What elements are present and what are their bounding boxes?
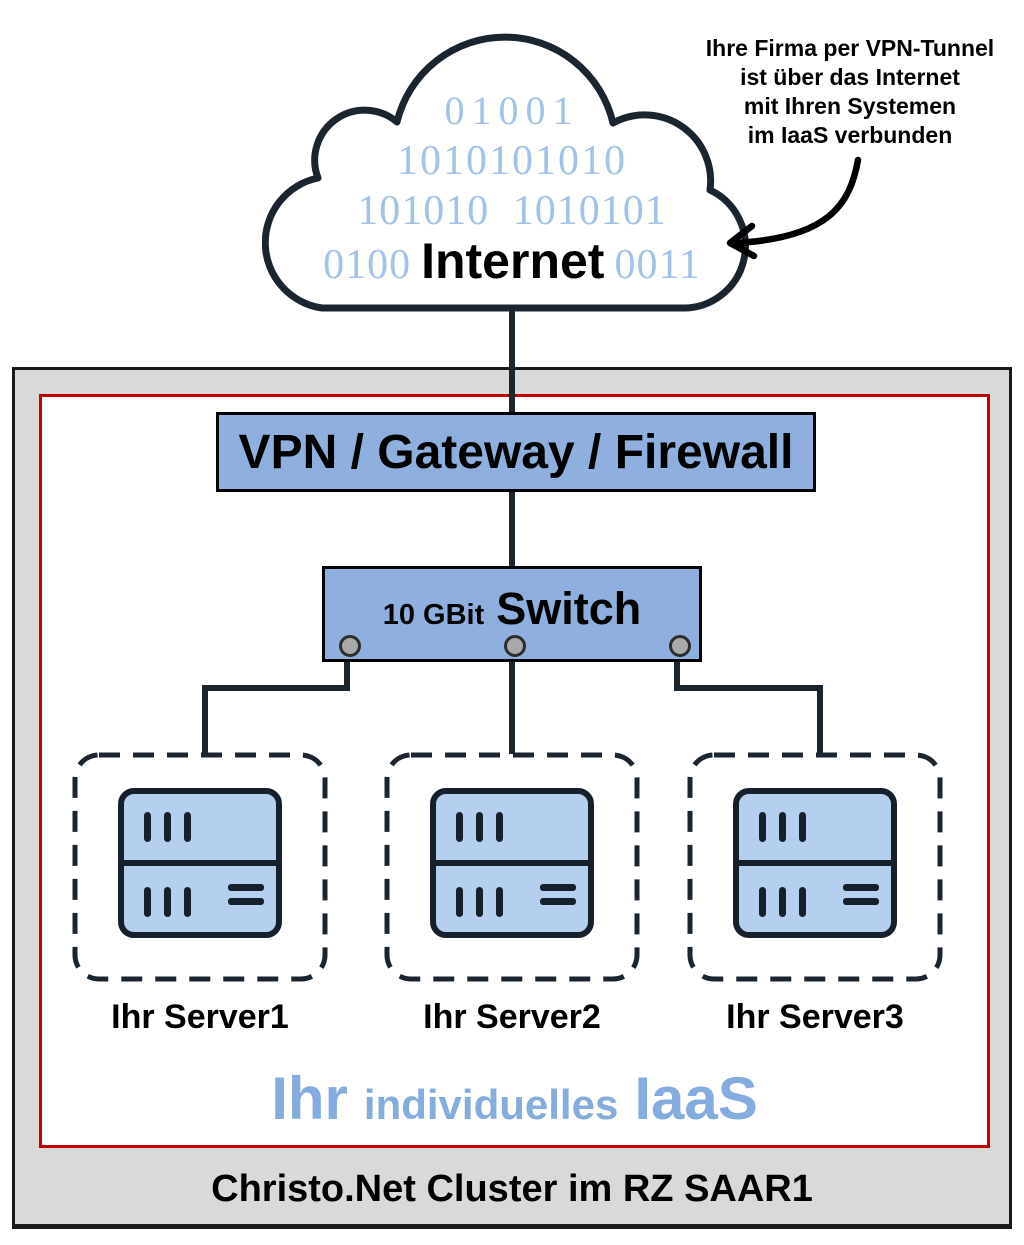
switch-port-icon [669, 635, 691, 657]
switch-port-icon [339, 635, 361, 657]
server-node-2: Ihr Server2 [384, 752, 640, 1036]
server-dashed-border [72, 752, 328, 982]
server-label: Ihr Server1 [111, 998, 289, 1036]
annotation-line: mit Ihren Systemen [743, 93, 957, 119]
server-icon [733, 788, 897, 938]
server-node-1: Ihr Server1 [72, 752, 328, 1036]
switch-box: 10 GBit Switch [322, 566, 702, 662]
server-label: Ihr Server2 [423, 998, 601, 1036]
iaas-caption-prefix: Ihr [271, 1065, 348, 1132]
wire-switch-server3-c [817, 685, 823, 754]
vpn-box-label: VPN / Gateway / Firewall [238, 425, 794, 479]
server-label: Ihr Server3 [726, 998, 904, 1036]
binary-row: 1010101010 [397, 138, 627, 184]
wire-vpn-switch [509, 492, 515, 568]
wire-switch-server1-a [344, 660, 350, 690]
vpn-annotation: Ihre Firma per VPN-Tunnel ist über das I… [680, 34, 1020, 150]
internet-cloud-icon [262, 33, 749, 312]
wire-cloud-vpn [509, 306, 515, 412]
cluster-caption: Christo.Net Cluster im RZ SAAR1 [211, 1168, 813, 1210]
wire-switch-server2 [509, 660, 515, 754]
wire-switch-server3-b [674, 685, 823, 691]
iaas-caption-middle: individuelles [363, 1081, 619, 1128]
wire-switch-server1-c [202, 685, 208, 754]
server-icon [430, 788, 594, 938]
binary-right: 0011 [614, 242, 701, 288]
switch-port-icon [504, 635, 526, 657]
binary-row: 01001 [444, 88, 580, 133]
cloud-title: Internet [421, 233, 605, 289]
switch-label: 10 GBit Switch [325, 583, 699, 635]
annotation-arrow-icon [726, 156, 862, 260]
vpn-gateway-firewall-box: VPN / Gateway / Firewall [216, 412, 816, 492]
annotation-line: Ihre Firma per VPN-Tunnel [705, 35, 995, 61]
iaas-caption: Ihr individuelles IaaS [39, 1064, 990, 1133]
iaas-caption-suffix: IaaS [634, 1065, 758, 1132]
binary-left: 0100 [323, 242, 412, 288]
wire-switch-server1-b [202, 685, 350, 691]
switch-name-label: Switch [496, 583, 642, 634]
server-dashed-border [384, 752, 640, 982]
server-icon [118, 788, 282, 938]
server-dashed-border [687, 752, 943, 982]
switch-speed-label: 10 GBit [382, 599, 485, 631]
wire-switch-server3-a [674, 660, 680, 690]
annotation-line: im IaaS verbunden [747, 122, 953, 148]
binary-row: 101010 1010101 [357, 188, 667, 234]
annotation-line: ist über das Internet [740, 64, 960, 90]
server-node-3: Ihr Server3 [687, 752, 943, 1036]
